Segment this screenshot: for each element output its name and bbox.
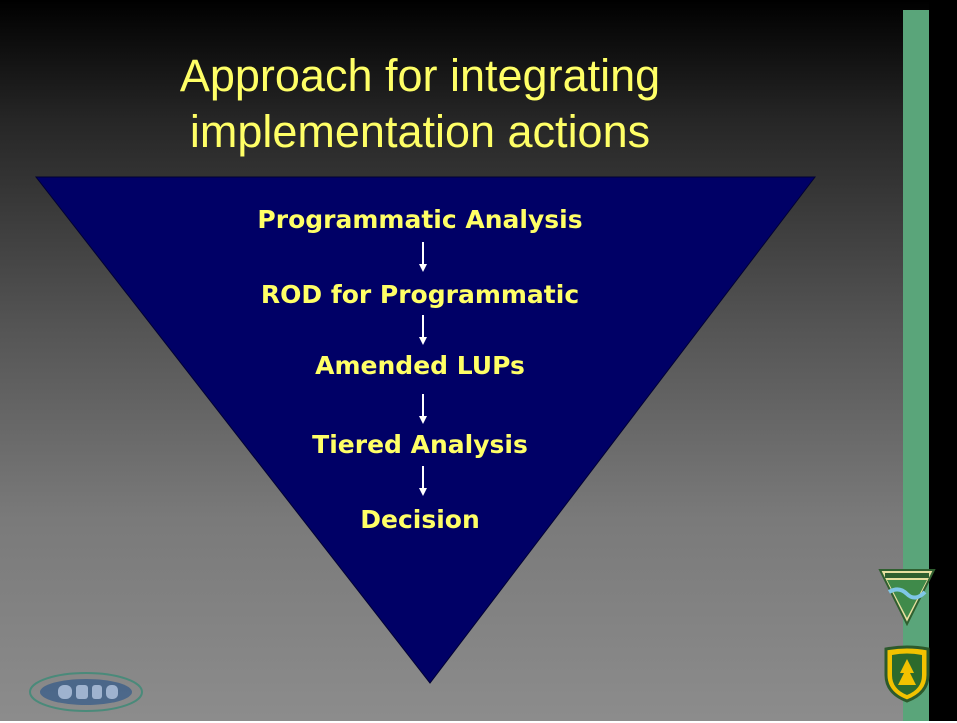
down-arrow-icon bbox=[419, 394, 427, 424]
step-tiered-analysis: Tiered Analysis bbox=[312, 430, 528, 459]
step-amended-lups: Amended LUPs bbox=[315, 351, 525, 380]
eplanning-logo bbox=[29, 672, 143, 712]
side-dark-strip bbox=[929, 0, 957, 721]
blm-shield-icon bbox=[878, 569, 936, 626]
usfs-shield-icon bbox=[884, 645, 930, 703]
slide-title: Approach for integrating implementation … bbox=[100, 48, 740, 160]
down-arrow-icon bbox=[419, 466, 427, 496]
down-arrow-icon bbox=[419, 315, 427, 345]
title-line-2: implementation actions bbox=[189, 106, 651, 157]
title-line-1: Approach for integrating bbox=[179, 50, 661, 101]
step-rod-for-programmatic: ROD for Programmatic bbox=[260, 280, 580, 309]
step-programmatic-analysis: Programmatic Analysis bbox=[257, 205, 583, 234]
step-decision: Decision bbox=[360, 505, 480, 534]
down-arrow-icon bbox=[419, 242, 427, 272]
